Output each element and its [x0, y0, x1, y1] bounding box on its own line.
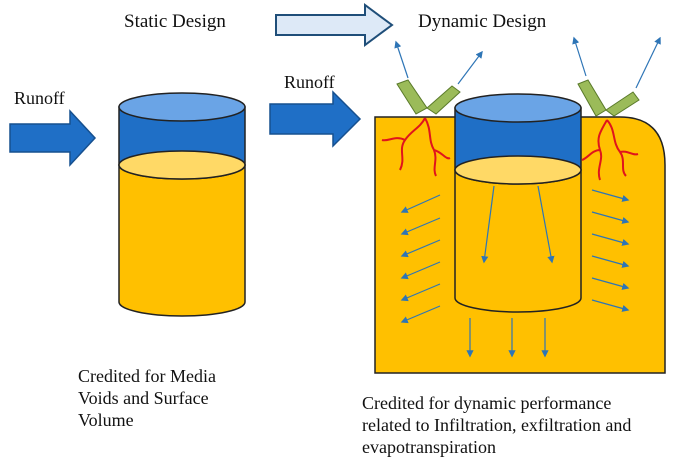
dynamic-media-surface [454, 155, 582, 185]
static-media-surface [118, 150, 246, 180]
leaf-icon [426, 85, 461, 115]
dynamic-cylinder [454, 93, 582, 313]
static-media-body [118, 164, 246, 317]
runoff-arrow-right-icon [269, 90, 362, 148]
static-caption-line-3: Volume [78, 410, 134, 430]
static-cylinder [118, 92, 246, 317]
evap-arrow [394, 40, 409, 79]
exfiltration-arrows-left [400, 194, 441, 324]
exfiltration-arrow [400, 217, 441, 236]
static-caption: Credited for Media Voids and Surface Vol… [78, 366, 216, 430]
dynamic-design-label: Dynamic Design [418, 11, 547, 32]
dynamic-caption-line-2: related to Infiltration, exfiltration an… [362, 415, 631, 435]
plant-left [396, 79, 461, 115]
deep-infiltration-arrows [466, 318, 549, 358]
exfiltration-arrow [591, 299, 630, 312]
root-icon [381, 117, 451, 177]
static-caption-line-2: Voids and Surface [78, 388, 209, 408]
leaf-icon [605, 91, 640, 117]
leaf-icon [396, 79, 428, 115]
dynamic-media-body [454, 169, 582, 313]
exfiltration-arrow [591, 277, 630, 290]
runoff-label-left: Runoff [14, 88, 65, 108]
static-design-label: Static Design [124, 11, 226, 32]
exfiltration-arrow [400, 194, 441, 213]
runoff-label-right: Runoff [284, 72, 335, 92]
dynamic-water-surface [454, 93, 582, 123]
exfiltration-arrow [400, 261, 441, 280]
evap-arrow [572, 36, 587, 77]
exfiltration-arrow [400, 239, 441, 258]
exfiltration-arrow [591, 189, 630, 202]
infiltration-arrows [481, 185, 555, 264]
exfiltration-arrow [400, 305, 441, 324]
exfiltration-arrow [400, 283, 441, 302]
root-icon [581, 119, 639, 181]
exfiltration-arrows-right [591, 189, 630, 312]
runoff-arrow-left-icon [9, 109, 97, 167]
exfiltration-arrow [591, 233, 630, 246]
exfiltration-arrow [591, 211, 630, 224]
evap-arrow [457, 50, 483, 85]
evapotranspiration-arrows [394, 36, 661, 89]
dynamic-caption: Credited for dynamic performance related… [362, 393, 631, 457]
evap-arrow [635, 36, 661, 89]
infiltration-arrow [537, 185, 555, 264]
leaf-icon [577, 79, 607, 117]
plant-right [577, 79, 640, 117]
exfiltration-arrow [591, 255, 630, 268]
static-caption-line-1: Credited for Media [78, 366, 216, 386]
dynamic-caption-line-1: Credited for dynamic performance [362, 393, 611, 413]
infiltration-arrow [481, 185, 495, 264]
static-water-surface [118, 92, 246, 122]
transition-arrow-icon [275, 3, 394, 47]
dynamic-caption-line-3: evapotranspiration [362, 437, 496, 457]
